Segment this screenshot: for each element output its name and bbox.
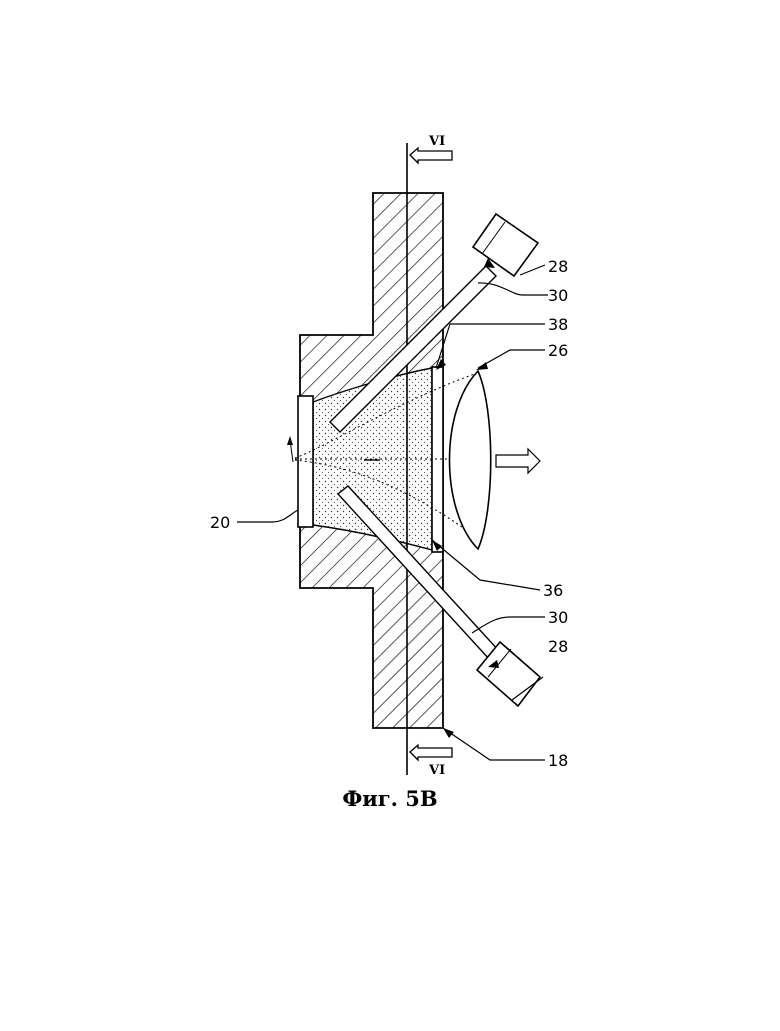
- output-arrow: [496, 449, 540, 473]
- label-36: 36: [543, 581, 563, 600]
- label-38: 38: [548, 315, 568, 334]
- section-arrow-top: VI: [410, 134, 452, 163]
- label-30-bottom: 30: [548, 608, 568, 627]
- lens: [450, 371, 491, 549]
- label-20: 20: [210, 513, 230, 532]
- section-mark-bottom: VI: [428, 763, 445, 778]
- label-18: 18: [548, 751, 568, 770]
- section-mark-top: VI: [428, 134, 445, 149]
- emission-arrowhead: [287, 436, 293, 445]
- upper-connector: [473, 214, 538, 276]
- label-30-top: 30: [548, 286, 568, 305]
- figure-caption: Фиг. 5В: [0, 786, 780, 811]
- label-28-top: 28: [548, 257, 568, 276]
- label-28-bottom: 28: [548, 637, 568, 656]
- label-26: 26: [548, 341, 568, 360]
- section-arrow-bottom: VI: [410, 745, 452, 778]
